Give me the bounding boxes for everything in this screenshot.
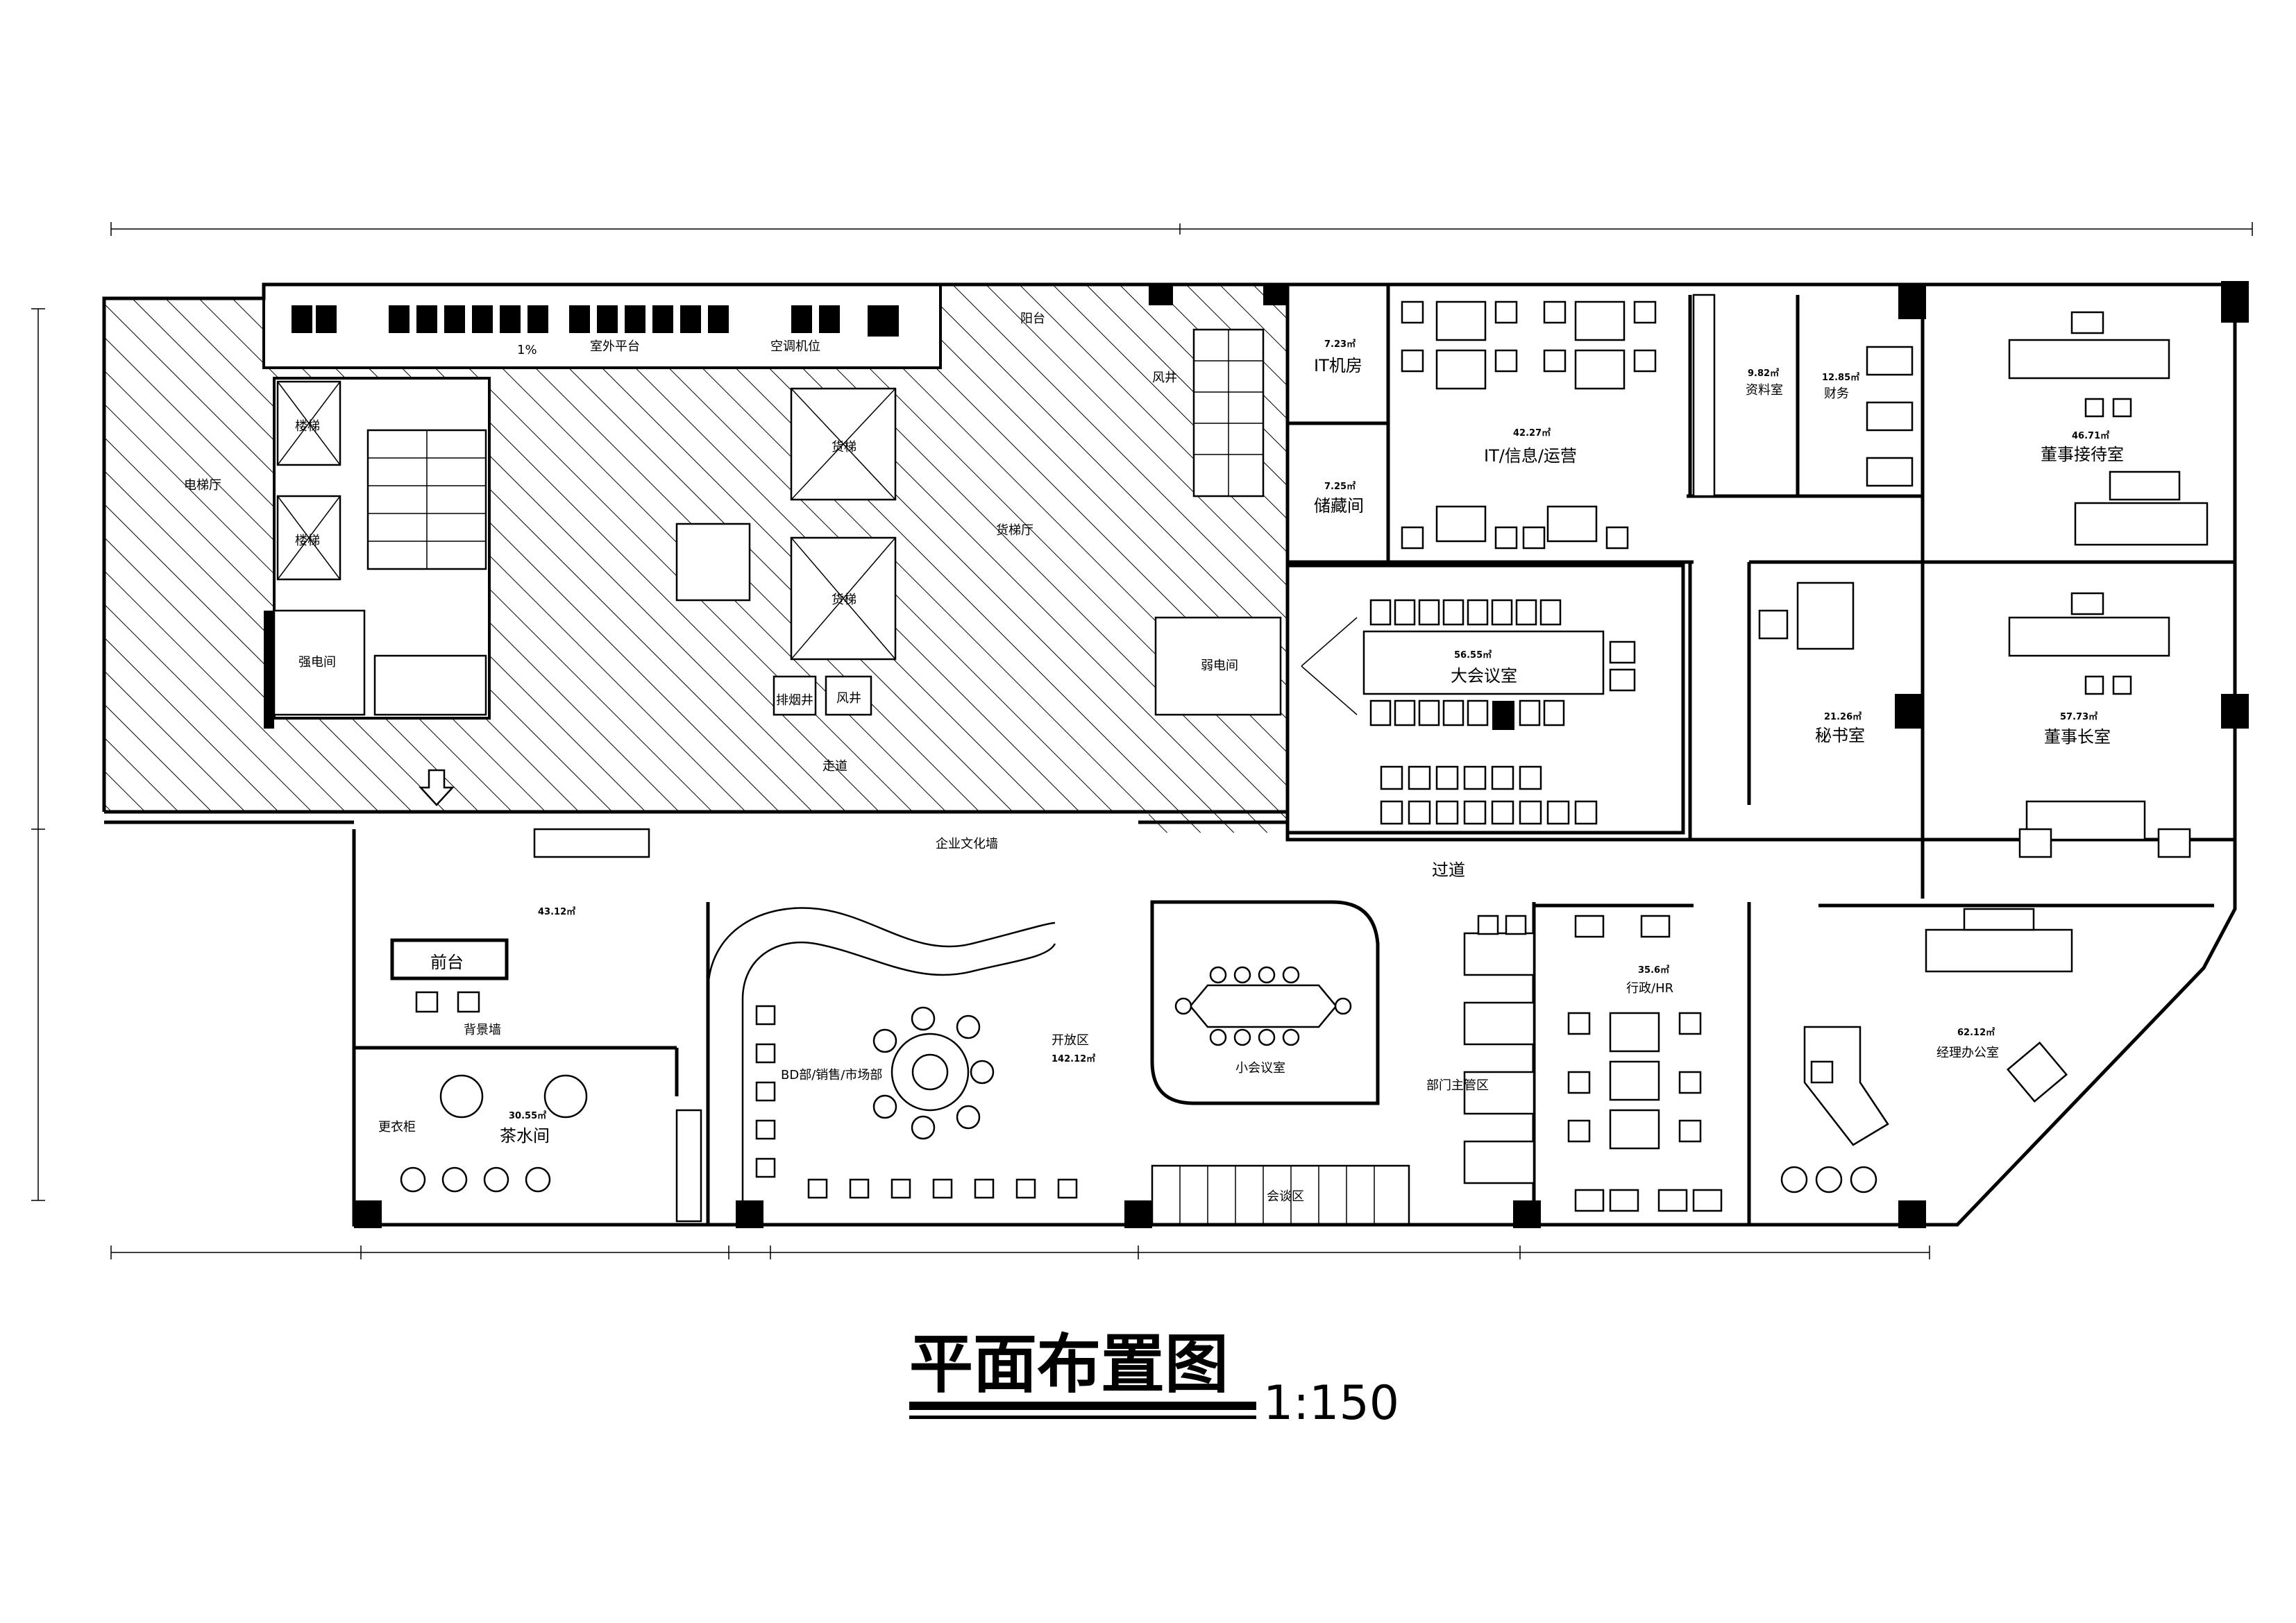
secretary-furniture — [1758, 581, 1855, 650]
outdoor-platform-label: 室外平台 — [590, 339, 640, 354]
manager-office-furniture — [1780, 908, 2073, 1193]
shaft-label-2: 风井 — [836, 691, 861, 706]
open-area-name: 开放区 — [1052, 1033, 1089, 1048]
big-meeting-area: 56.55㎡ — [1454, 649, 1492, 661]
storage-area: 7.25㎡ — [1324, 481, 1356, 492]
freight-hall-label: 货梯厅 — [996, 523, 1033, 538]
office-block-ne — [1149, 281, 2249, 899]
dimension-lines — [31, 222, 2253, 1259]
front-desk-counter — [390, 828, 650, 1013]
it-room-area: 7.23㎡ — [1324, 339, 1356, 350]
core-elevators-mid — [675, 387, 897, 716]
ac-units — [292, 305, 899, 337]
dept-supervisor-furniture — [1463, 915, 1535, 1184]
weak-elec-room-label: 弱电间 — [1201, 658, 1238, 673]
archive-name: 资料室 — [1746, 383, 1783, 398]
it-ops-area: 42.27㎡ — [1513, 427, 1551, 439]
manager-office-area: 62.12㎡ — [1957, 1027, 1995, 1038]
big-meeting-room — [1285, 563, 1685, 835]
board-reception-area: 46.71㎡ — [2072, 430, 2109, 441]
open-area-furniture — [707, 907, 1078, 1221]
manager-office-name: 经理办公室 — [1936, 1046, 1999, 1060]
stair-label-2: 楼梯 — [295, 534, 320, 548]
drawing-title: 平面布置图 — [909, 1327, 1229, 1402]
culture-wall-label: 企业文化墙 — [936, 837, 998, 851]
tea-room-name: 茶水间 — [500, 1126, 550, 1146]
board-reception-name: 董事接待室 — [2041, 445, 2124, 464]
chat-area-label: 会谈区 — [1267, 1189, 1304, 1204]
archive-finance-furniture — [1692, 294, 1914, 498]
chairman-area: 57.73㎡ — [2060, 711, 2097, 722]
big-meeting-name: 大会议室 — [1451, 666, 1517, 686]
bg-wall-label: 背景墙 — [464, 1023, 501, 1037]
admin-hr-name: 行政/HR — [1626, 981, 1673, 996]
storage-name: 储藏间 — [1314, 496, 1364, 516]
chat-area-panels — [1151, 1164, 1410, 1226]
chairman-furniture — [2008, 592, 2191, 858]
tea-room-area: 30.55㎡ — [509, 1110, 546, 1121]
smoke-shaft-label: 排烟井 — [776, 693, 813, 708]
stair-label-1: 楼梯 — [295, 419, 320, 434]
finance-area: 12.85㎡ — [1822, 372, 1859, 383]
shaft-label-1: 风井 — [1152, 371, 1177, 385]
corridor-label: 过道 — [1432, 860, 1465, 880]
ac-unit-label: 空调机位 — [770, 339, 820, 354]
small-meeting-room — [1150, 900, 1380, 1105]
drawing-scale: 1:150 — [1263, 1376, 1399, 1431]
elevator-label-1: 货梯 — [832, 440, 856, 454]
it-ops-name: IT/信息/运营 — [1484, 446, 1577, 466]
elec-room-label: 强电间 — [298, 655, 336, 670]
it-room-name: IT机房 — [1314, 356, 1362, 375]
small-meeting-name: 小会议室 — [1235, 1061, 1285, 1076]
it-ops-desks — [1401, 300, 1657, 550]
chairman-name: 董事长室 — [2044, 727, 2111, 747]
slope-label: 1% — [517, 343, 537, 357]
lobby-area: 43.12㎡ — [538, 906, 575, 917]
elevator-hall-label: 电梯厅 — [184, 478, 221, 493]
tea-room-furniture — [400, 1074, 702, 1223]
core-stair-right — [1154, 328, 1282, 716]
dept-supervisor-name: 部门主管区 — [1426, 1078, 1489, 1093]
admin-hr-desks — [1567, 915, 1723, 1212]
wardrobe-label: 更衣柜 — [378, 1120, 416, 1135]
board-reception-furniture — [2008, 311, 2209, 546]
balcony-label: 阳台 — [1020, 312, 1045, 326]
elevator-label-2: 货梯 — [832, 593, 856, 607]
south-block — [352, 829, 2237, 1228]
drawing-title-block: 平面布置图 1:150 — [909, 1327, 1399, 1431]
archive-area: 9.82㎡ — [1748, 368, 1779, 379]
entrance-arrow — [419, 769, 455, 806]
secretary-area: 21.26㎡ — [1824, 711, 1862, 722]
admin-hr-area: 35.6㎡ — [1638, 965, 1669, 976]
open-area-area: 142.12㎡ — [1052, 1053, 1095, 1064]
walkway-label: 走道 — [822, 759, 847, 774]
secretary-name: 秘书室 — [1815, 726, 1865, 745]
core-stair-left — [264, 380, 487, 729]
bd-sales-name: BD部/销售/市场部 — [781, 1068, 882, 1082]
finance-name: 财务 — [1824, 386, 1849, 401]
front-desk-label: 前台 — [430, 953, 464, 972]
